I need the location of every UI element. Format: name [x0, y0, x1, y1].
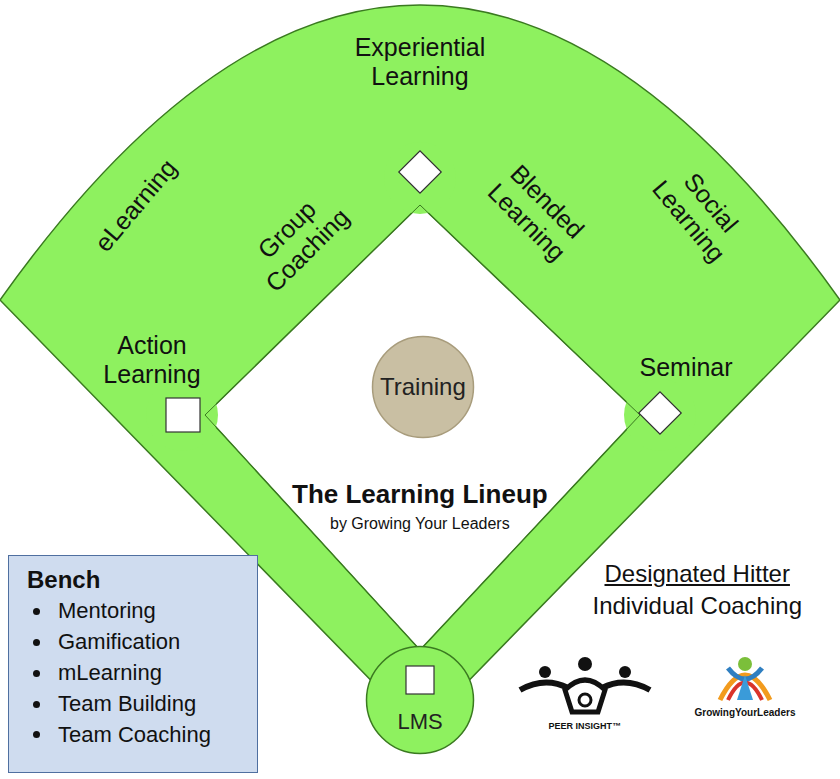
- second-base-cutout: [384, 142, 456, 214]
- circle-outline: [367, 647, 474, 754]
- first-base-cutout: [624, 379, 696, 451]
- circle-outline: [373, 337, 474, 438]
- bench-item: mLearning: [27, 658, 245, 689]
- bullet-dot: [33, 731, 40, 738]
- bench-item-text: Mentoring: [58, 596, 156, 627]
- logo-text: PEER INSIGHT™: [549, 721, 622, 731]
- bullet-dot: [33, 608, 40, 615]
- home-plate-circle-shape: [365, 645, 475, 755]
- bench-item-text: Gamification: [58, 627, 180, 658]
- bench-item: Team Building: [27, 689, 245, 720]
- outfield-grass: [0, 5, 840, 705]
- position-label: Experiential Learning: [335, 33, 505, 91]
- bullet-dot: [33, 639, 40, 646]
- bench-item-text: Team Building: [58, 689, 196, 720]
- bench-box: BenchMentoringGamificationmLearningTeam …: [8, 555, 258, 773]
- node-text: LMS: [398, 709, 443, 735]
- pitchers-mound: Training: [371, 335, 475, 439]
- position-label: Seminar: [640, 353, 733, 382]
- bench-item: Gamification: [27, 627, 245, 658]
- diagram-title: The Learning Lineup: [292, 480, 548, 510]
- note-text: Individual Coaching: [593, 592, 802, 620]
- third-base-cutout: [146, 379, 218, 451]
- third-base: [166, 398, 200, 432]
- second-base: [399, 151, 441, 193]
- bench-item-text: Team Coaching: [58, 720, 211, 751]
- home-plate-circle: LMS: [365, 645, 475, 755]
- home-plate: [406, 666, 434, 694]
- diagram-caption: by Growing Your Leaders: [330, 515, 510, 533]
- growing-your-leaders-logo: [720, 657, 770, 700]
- bullet-dot: [33, 701, 40, 708]
- bench-item-text: mLearning: [58, 658, 162, 689]
- first-base: [639, 392, 681, 434]
- node-text: Training: [380, 373, 466, 401]
- bench-heading: Bench: [27, 564, 245, 596]
- note-text: Designated Hitter: [605, 560, 790, 588]
- bullet-dot: [33, 670, 40, 677]
- bench-item: Mentoring: [27, 596, 245, 627]
- bench-item: Team Coaching: [27, 720, 245, 751]
- position-label: Action Learning: [87, 331, 217, 389]
- logo-text: GrowingYourLeaders: [695, 707, 796, 719]
- peer-insight-logo: [520, 657, 650, 712]
